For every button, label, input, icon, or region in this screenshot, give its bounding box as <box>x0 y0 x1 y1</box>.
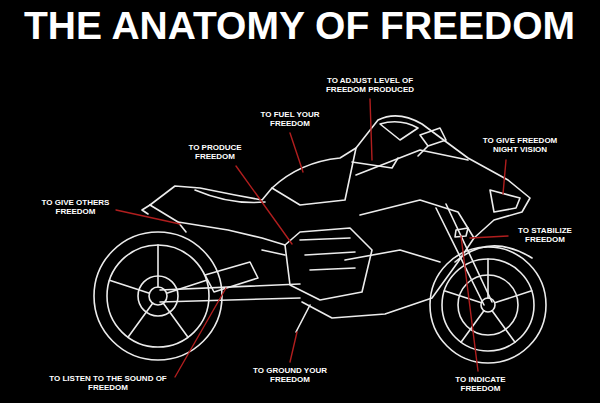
front-hub <box>481 298 495 312</box>
leader-line <box>503 160 506 194</box>
title: THE ANATOMY OF FREEDOM <box>24 4 575 49</box>
callout-label: TO GIVE OTHERS FREEDOM <box>33 198 118 216</box>
leader-line <box>290 133 303 172</box>
fuel-tank <box>272 148 356 205</box>
callout-label: TO STABILIZE FREEDOM <box>505 226 585 244</box>
front-spokes <box>444 259 531 342</box>
kickstand-and-pegs <box>178 222 310 332</box>
tail-light <box>142 205 150 214</box>
leader-line <box>370 99 372 160</box>
motorcycle <box>94 116 546 363</box>
rear-tire <box>94 232 222 360</box>
handlebar <box>352 158 398 168</box>
body-outline <box>150 116 530 318</box>
leader-line <box>461 236 478 371</box>
exhaust <box>205 262 258 292</box>
windscreen <box>380 122 418 140</box>
callout-label: TO FUEL YOUR FREEDOM <box>250 110 330 128</box>
rear-spokes <box>110 245 207 337</box>
leader-line <box>470 236 508 238</box>
callout-label: TO GROUND YOUR FREEDOM <box>246 366 334 384</box>
engine <box>285 228 372 300</box>
mirror <box>418 128 446 156</box>
leader-line <box>236 166 292 244</box>
callout-label: TO PRODUCE FREEDOM <box>180 143 250 161</box>
leader-line <box>116 210 180 224</box>
tail-underside <box>150 205 285 245</box>
leader-line <box>290 332 297 362</box>
callout-label: TO INDICATE FREEDOM <box>443 375 518 393</box>
headlight <box>490 190 520 212</box>
front-rim <box>442 259 534 351</box>
callout-label: TO LISTEN TO THE SOUND OF FREEDOM <box>38 374 178 392</box>
callout-label: TO GIVE FREEDOM NIGHT VISION <box>474 136 566 154</box>
rear-rim <box>107 245 209 347</box>
leader-lines <box>116 99 508 377</box>
front-fender <box>455 246 532 262</box>
front-tire <box>430 247 546 363</box>
leader-line <box>175 288 226 377</box>
callout-label: TO ADJUST LEVEL OF FREEDOM PRODUCED <box>315 76 425 94</box>
